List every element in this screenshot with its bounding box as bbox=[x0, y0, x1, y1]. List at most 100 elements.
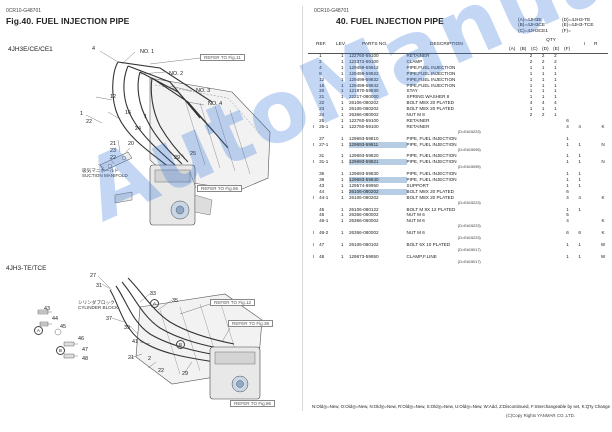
row-description: RETAINER bbox=[406, 123, 430, 129]
col-qty-e: (E) bbox=[553, 47, 560, 52]
suction-manifold-label: 吸気マニホールド SUCTION MANIFOLD bbox=[82, 168, 128, 178]
row-change-mark: I bbox=[312, 159, 315, 165]
row-description: PIPE, FUEL INJECTION bbox=[406, 171, 457, 177]
row-lev: 1 bbox=[341, 230, 344, 236]
table-row-serial: (D=E#15095) bbox=[308, 148, 608, 154]
callout-46: 46 bbox=[78, 336, 84, 342]
row-ref: 24 bbox=[319, 112, 325, 118]
section-label-bottom: 4JH3-TE/TCE bbox=[6, 265, 47, 272]
row-lev: 1 bbox=[341, 106, 344, 112]
row-ref: 48 bbox=[319, 253, 325, 259]
row-ref: 12 bbox=[319, 76, 325, 82]
row-description: BOLT M 8X 12 PLATED bbox=[406, 206, 456, 212]
section-label-top: 4JH3E/CE/CE1 bbox=[8, 46, 53, 53]
row-serial-note: (D=E#15095) bbox=[458, 147, 481, 152]
col-qty-f: (F) bbox=[564, 47, 571, 52]
legend-a: (A)=4JH3E bbox=[518, 18, 542, 23]
row-qty-a: 2 bbox=[529, 112, 533, 118]
callout-no1: NO. 1 bbox=[140, 49, 155, 55]
row-description: RETAINER bbox=[406, 117, 430, 123]
marker-b-1: B bbox=[56, 346, 65, 355]
marker-a-1: A bbox=[34, 326, 43, 335]
footer-copyright: (C)Copy Rights YANMAR CO.,LTD. bbox=[506, 413, 576, 418]
row-part-number: 26106-080202 bbox=[348, 188, 407, 195]
row-qty-d: 4 bbox=[566, 123, 569, 129]
row-lev: 1 bbox=[341, 76, 344, 82]
refer-fig86-box-top: REFER TO Fig.86 bbox=[197, 185, 243, 192]
row-qty-d: 1 bbox=[566, 135, 569, 141]
right-page-title: 40. FUEL INJECTION PIPE bbox=[336, 16, 444, 26]
row-lev: 1 bbox=[341, 182, 344, 188]
callout-2: 2 bbox=[148, 356, 151, 362]
row-ref: 27-1 bbox=[319, 141, 329, 147]
row-part-number: 26366-060002 bbox=[348, 218, 379, 224]
bottom-exploded-diagram bbox=[37, 275, 263, 400]
row-part-number: 129693-59811 bbox=[348, 141, 407, 148]
col-ref: REF. bbox=[316, 42, 327, 47]
callout-47: 47 bbox=[82, 347, 88, 353]
cylinder-block-ribs bbox=[159, 300, 241, 375]
callout-22b: 22 bbox=[110, 155, 116, 161]
callout-48: 48 bbox=[82, 356, 88, 362]
row-qty-c: 1 bbox=[554, 82, 557, 88]
row-lev: 1 bbox=[341, 70, 344, 76]
row-part-number: 129574-89950 bbox=[348, 182, 379, 188]
row-lev: 1 bbox=[341, 82, 344, 88]
row-description: PIPE, FUEL INJECTION bbox=[406, 159, 457, 165]
callout-4: 4 bbox=[92, 46, 95, 52]
row-qty-d: 5 bbox=[566, 212, 569, 218]
row-description: NUT M 8 bbox=[406, 112, 425, 118]
row-qty-c: 1 bbox=[554, 106, 557, 112]
row-description: PIPE, FUEL INJECTION bbox=[406, 153, 457, 159]
row-qty-c: 1 bbox=[554, 94, 557, 100]
callout-1b: 1 bbox=[144, 114, 147, 120]
row-description: PIPE, FUEL INJECTION bbox=[406, 141, 457, 147]
row-part-number: 129693-59820 bbox=[348, 153, 379, 159]
row-qty-a: 1 bbox=[529, 88, 533, 94]
callout-22a: 22 bbox=[86, 119, 92, 125]
col-qty-c: (C) bbox=[531, 47, 538, 52]
row-lev: 1 bbox=[341, 194, 344, 200]
row-description: PIPE, FUEL INJECTION bbox=[406, 177, 457, 183]
row-remark: K bbox=[601, 218, 605, 224]
row-qty-d: 1 bbox=[566, 206, 569, 212]
row-remark: K bbox=[601, 194, 605, 200]
row-qty-a: 1 bbox=[529, 82, 533, 88]
row-qty-a: 4 bbox=[529, 100, 533, 106]
row-qty-a: 1 bbox=[529, 76, 533, 82]
callout-44: 44 bbox=[52, 316, 58, 322]
row-description: SUPPORT bbox=[406, 182, 429, 188]
row-ref: 20 bbox=[319, 88, 325, 94]
row-description: BOLT M8X 20 PLATED bbox=[406, 106, 455, 112]
marker-b-2: B bbox=[176, 340, 185, 349]
row-lev: 1 bbox=[341, 94, 344, 100]
row-qty-c: 1 bbox=[554, 112, 557, 118]
row-qty-d: 1 bbox=[566, 153, 569, 159]
ref-fig86-line bbox=[189, 171, 197, 189]
row-part-number: 26106-080202 bbox=[348, 194, 379, 200]
callout-31: 31 bbox=[96, 283, 102, 289]
right-page-code: 0CR10-G48701 bbox=[314, 8, 350, 14]
col-qty-b: (B) bbox=[520, 47, 527, 52]
suction-manifold-en: SUCTION MANIFOLD bbox=[82, 173, 128, 179]
row-qty-e: 1 bbox=[578, 182, 581, 188]
row-serial-note: (D=E#15223) bbox=[458, 224, 481, 229]
left-page-code: 0CR10-G48701 bbox=[6, 8, 42, 14]
row-change-mark: I bbox=[312, 242, 315, 247]
row-qty-e: 4 bbox=[578, 194, 581, 200]
legend-f: (F)= bbox=[562, 28, 571, 34]
refer-fig12-box: REFER TO Fig.12 bbox=[210, 299, 256, 306]
row-ref: 46-2 bbox=[319, 230, 329, 236]
row-lev: 1 bbox=[341, 206, 344, 212]
row-ref: 8 bbox=[319, 70, 322, 76]
table-row-serial: (D=E#15223) bbox=[308, 130, 608, 136]
